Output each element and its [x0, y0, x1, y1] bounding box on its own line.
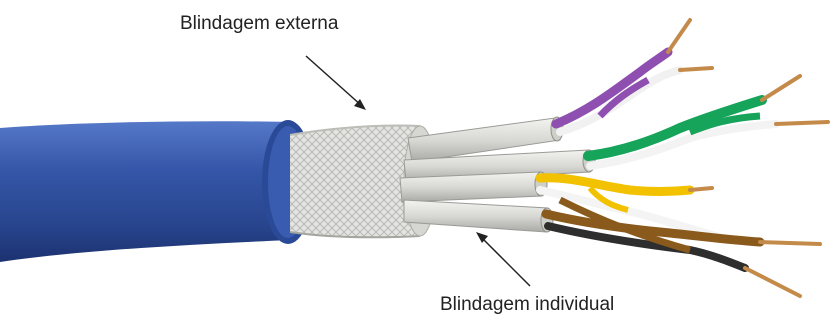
brown-pair	[546, 200, 820, 296]
green-pair	[588, 76, 828, 166]
purple-pair	[556, 20, 712, 132]
individual-shield-label: Blindagem individual	[440, 294, 614, 315]
outer-shield-arrow	[306, 56, 366, 110]
outer-shield-label: Blindagem externa	[180, 13, 339, 34]
individual-shield-arrow	[476, 232, 530, 286]
cable-jacket	[0, 120, 314, 262]
